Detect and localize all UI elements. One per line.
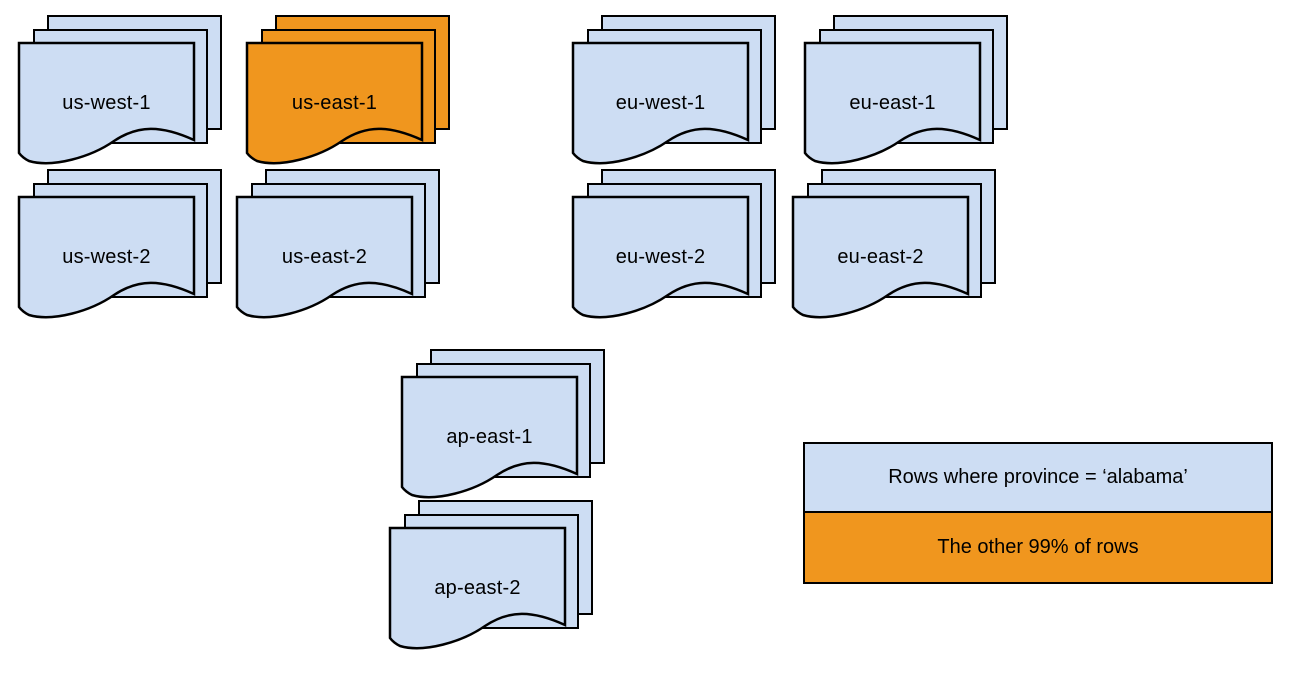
- region-label: us-east-2: [281, 245, 368, 268]
- region-label: ap-east-2: [434, 576, 521, 599]
- region-label: eu-east-2: [837, 245, 924, 268]
- doc-stack-eu-east-2: eu-east-2: [791, 169, 996, 321]
- legend-row-province-rows: Rows where province = ‘alabama’: [805, 444, 1271, 513]
- doc-stack-eu-east-1: eu-east-1: [803, 15, 1008, 167]
- document-front-icon: [17, 41, 196, 165]
- doc-stack-ap-east-2: ap-east-2: [388, 500, 593, 652]
- document-front-icon: [17, 195, 196, 319]
- region-label: eu-west-2: [615, 245, 706, 268]
- document-front-icon: [791, 195, 970, 319]
- document-front-icon: [400, 375, 579, 499]
- legend-box: Rows where province = ‘alabama’ The othe…: [803, 442, 1273, 584]
- doc-stack-us-west-2: us-west-2: [17, 169, 222, 321]
- doc-stack-us-east-2: us-east-2: [235, 169, 440, 321]
- region-label: ap-east-1: [446, 425, 533, 448]
- document-front-icon: [235, 195, 414, 319]
- region-label: us-west-1: [62, 91, 151, 114]
- legend-row-other-rows: The other 99% of rows: [805, 513, 1271, 582]
- doc-stack-us-west-1: us-west-1: [17, 15, 222, 167]
- doc-stack-ap-east-1: ap-east-1: [400, 349, 605, 501]
- document-front-icon: [571, 41, 750, 165]
- doc-stack-eu-west-1: eu-west-1: [571, 15, 776, 167]
- document-front-icon: [245, 41, 424, 165]
- doc-stack-eu-west-2: eu-west-2: [571, 169, 776, 321]
- doc-stack-us-east-1: us-east-1: [245, 15, 450, 167]
- document-front-icon: [803, 41, 982, 165]
- region-label: us-west-2: [62, 245, 151, 268]
- document-front-icon: [388, 526, 567, 650]
- region-label: us-east-1: [291, 91, 378, 114]
- document-front-icon: [571, 195, 750, 319]
- region-label: eu-west-1: [615, 91, 706, 114]
- region-label: eu-east-1: [849, 91, 936, 114]
